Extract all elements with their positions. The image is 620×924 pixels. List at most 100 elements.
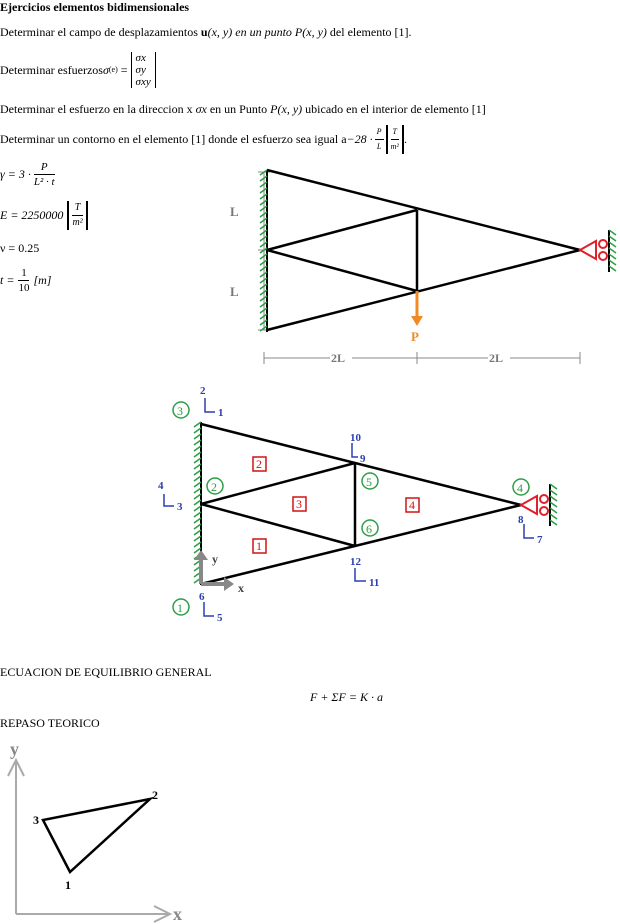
dof-10: 10 [350, 432, 362, 444]
dof-9: 9 [360, 453, 366, 465]
problem-3: Determinar el esfuerzo en la direccion x… [0, 102, 486, 116]
dof-5: 5 [217, 612, 223, 624]
problem-3-mid: en un Punto [206, 102, 271, 116]
node-4: 4 [517, 481, 523, 495]
dof-2: 2 [200, 385, 206, 397]
t-num: 1 [18, 266, 30, 281]
figure-structure: L L P 2L 2L [230, 168, 617, 365]
vector-u: u [200, 25, 208, 39]
point-P: P(x, y) [294, 25, 327, 39]
dof-11: 11 [369, 577, 379, 589]
frac-den: L [376, 141, 382, 151]
dof-6: 6 [199, 591, 205, 603]
dof-4: 4 [158, 480, 164, 492]
period: . [403, 132, 407, 146]
dof-1: 1 [218, 407, 224, 419]
problem-1-end: del elemento [1]. [326, 25, 412, 39]
load-arrow [411, 291, 423, 326]
label-L-top: L [230, 204, 239, 219]
units-den: m² [390, 141, 399, 151]
sigma-x-inline: σx [195, 102, 207, 116]
problem-2: Determinar esfuerzos σ(e) = σx σy σxy [0, 50, 156, 90]
load-label: P [411, 329, 419, 344]
section-equilibrium-heading: ECUACION DE EQUILIBRIO GENERAL [0, 665, 212, 679]
problem-1: Determinar el campo de desplazamientos u… [0, 25, 412, 39]
dim-2L-right: 2L [489, 351, 503, 365]
node-3: 3 [177, 404, 183, 418]
page-title: Ejercicios elementos bidimensionales [0, 0, 190, 14]
dof-labels: 2 1 4 3 10 9 8 7 12 11 6 5 [158, 385, 543, 624]
param-nu: ν = 0.25 [0, 241, 40, 255]
problem-1-text: Determinar el campo de desplazamientos [0, 25, 201, 39]
problem-2-text: Determinar esfuerzos [0, 63, 103, 77]
sigma-superscript: (e) [108, 65, 118, 74]
mesh-roller-support [518, 484, 551, 526]
element-1: 1 [256, 539, 262, 553]
problem-3-text: Determinar el esfuerzo en la direccion x [0, 102, 196, 116]
label-L-bottom: L [230, 284, 239, 299]
E-units-den: m² [72, 216, 83, 228]
tri-axis-y: y [10, 739, 19, 759]
axis-y-label: y [212, 552, 218, 566]
gamma-lhs: γ = 3 · [0, 167, 31, 181]
sigma-y: σy [135, 64, 146, 76]
figure-triangle: y x 1 2 3 [7, 739, 182, 924]
E-lhs: E = 2250000 [0, 208, 64, 222]
truss-members [266, 168, 581, 332]
node-2: 2 [211, 480, 217, 494]
node-6: 6 [366, 522, 372, 536]
element-3: 3 [296, 497, 302, 511]
problem-3-end: ubicado en el interior de elemento [1] [302, 102, 486, 116]
dim-horizontal [263, 352, 581, 364]
dof-3: 3 [177, 501, 183, 513]
roller-support-right [577, 230, 610, 272]
tri-axis-x: x [173, 904, 182, 924]
dof-8: 8 [518, 514, 524, 526]
triangle-element [41, 796, 155, 875]
problem-1-args: (x, y) en un punto [207, 25, 295, 39]
vertex-3: 3 [33, 813, 39, 827]
dim-2L-left: 2L [331, 351, 345, 365]
gamma-den: L² · t [33, 175, 55, 188]
sigma-symbol: σ [102, 63, 109, 77]
section-theory-heading: REPASO TEORICO [0, 716, 100, 730]
node-5: 5 [366, 475, 372, 489]
dof-7: 7 [537, 534, 543, 546]
t-den: 10 [18, 281, 30, 294]
vertex-2: 2 [152, 788, 158, 802]
equals: = [117, 63, 131, 77]
stress-value: −28 · [346, 132, 373, 146]
node-labels: 3 2 5 6 4 1 [172, 401, 530, 616]
element-labels: 2 3 1 4 [252, 456, 420, 554]
frac-num: P [374, 125, 384, 140]
vertex-1: 1 [65, 878, 71, 892]
mesh-edges [200, 422, 522, 586]
triangle-axes [7, 757, 173, 923]
problem-4-text: Determinar un contorno en el elemento [1… [0, 132, 347, 146]
t-unit: [m] [33, 273, 52, 287]
gamma-num: P [33, 160, 55, 175]
units-num: T [390, 125, 399, 140]
element-2: 2 [256, 457, 262, 471]
point-P-2: P(x, y) [270, 102, 303, 116]
global-axes [194, 550, 234, 591]
stress-vector: σx σy σxy [130, 52, 156, 88]
equilibrium-equation: F + ΣF = K · a [310, 690, 383, 704]
node-1: 1 [177, 601, 183, 615]
t-lhs: t = [0, 273, 15, 287]
element-4: 4 [409, 498, 415, 512]
sigma-xy: σxy [135, 76, 151, 88]
dof-arrows [163, 398, 534, 617]
problem-4: Determinar un contorno en el elemento [1… [0, 124, 407, 154]
figure-mesh: 3 2 5 6 4 1 2 3 1 4 2 1 [158, 385, 558, 624]
dof-12: 12 [350, 556, 362, 568]
